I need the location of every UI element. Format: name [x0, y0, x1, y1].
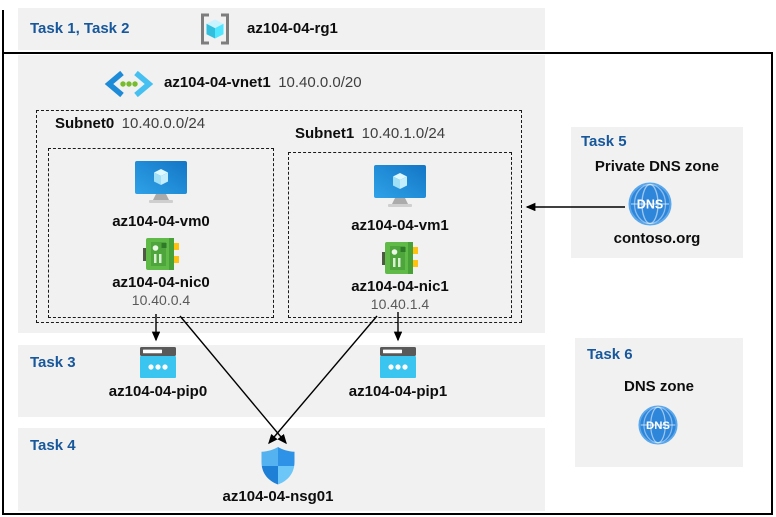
task4-label: Task 4 — [30, 437, 76, 454]
subnet1-label: Subnet1 10.40.1.0/24 — [295, 125, 445, 143]
subnet1-box: az104-04-vm1 az104-04-nic1 10.40.1.4 — [288, 152, 512, 318]
pip1-icon — [380, 347, 416, 378]
vnet-label: az104-04-vnet1 10.40.0.0/20 — [164, 74, 362, 92]
subnet0-box: az104-04-vm0 az104-04-nic0 10.40.0.4 — [48, 148, 274, 318]
task5-label: Task 5 — [581, 133, 627, 150]
task3-band: Task 3 az104-04-pip0 az104-04-pip1 — [18, 345, 545, 417]
pip0-name: az104-04-pip0 — [108, 383, 208, 400]
subnet0-cidr: 10.40.0.0/24 — [121, 115, 206, 132]
nsg-shield-icon — [261, 447, 295, 485]
vnet-name: az104-04-vnet1 — [164, 74, 271, 91]
task6-box: Task 6 DNS zone DNS — [575, 338, 743, 467]
vm0-icon — [135, 161, 187, 203]
nic0-ip: 10.40.0.4 — [131, 292, 191, 308]
dns-zone-icon: DNS — [638, 405, 678, 445]
vnet-panel: az104-04-vnet1 10.40.0.0/20 Subnet0 10.4… — [18, 55, 545, 333]
vnet-cidr: 10.40.0.0/20 — [278, 74, 362, 91]
subnet1-cidr: 10.40.1.0/24 — [361, 125, 446, 142]
dns-zone-title: DNS zone — [623, 378, 694, 395]
dns-icon-text: DNS — [646, 420, 670, 432]
task5-box: Task 5 Private DNS zone DNS contoso.org — [571, 127, 743, 258]
pip1-group: az104-04-pip1 — [333, 347, 463, 400]
task4-band: Task 4 az104-04-nsg01 — [18, 428, 545, 511]
subnet0-name: Subnet0 — [55, 115, 115, 132]
pip0-group: az104-04-pip0 — [93, 347, 223, 400]
private-dns-zone-title: Private DNS zone — [594, 158, 720, 175]
header-task-label: Task 1, Task 2 — [30, 20, 130, 37]
subnet1-name: Subnet1 — [295, 125, 355, 142]
private-dns-zone-name: contoso.org — [613, 230, 701, 247]
nic1-ip: 10.40.1.4 — [370, 296, 430, 312]
nic1-icon — [382, 242, 418, 274]
resource-group-icon — [201, 13, 229, 45]
virtual-network-icon — [104, 70, 154, 98]
resource-group-name: az104-04-rg1 — [247, 20, 338, 37]
private-dns-icon: DNS — [628, 182, 672, 226]
dns-icon-text: DNS — [637, 198, 663, 212]
vm0-name: az104-04-vm0 — [112, 213, 210, 230]
nic1-name: az104-04-nic1 — [351, 278, 449, 295]
header-band: Task 1, Task 2 az104-04-rg1 — [18, 8, 545, 50]
pip0-icon — [140, 347, 176, 378]
pip1-name: az104-04-pip1 — [348, 383, 448, 400]
nsg-group: az104-04-nsg01 — [213, 447, 343, 505]
vm1-icon — [374, 165, 426, 207]
subnet0-label: Subnet0 10.40.0.0/24 — [55, 115, 205, 133]
task3-label: Task 3 — [30, 354, 76, 371]
nic0-name: az104-04-nic0 — [112, 274, 210, 291]
nsg-name: az104-04-nsg01 — [222, 488, 334, 505]
nic0-icon — [143, 238, 179, 270]
frame-left-border — [2, 10, 4, 54]
vm1-name: az104-04-vm1 — [351, 217, 449, 234]
diagram-frame — [2, 52, 773, 515]
task6-label: Task 6 — [587, 346, 633, 363]
